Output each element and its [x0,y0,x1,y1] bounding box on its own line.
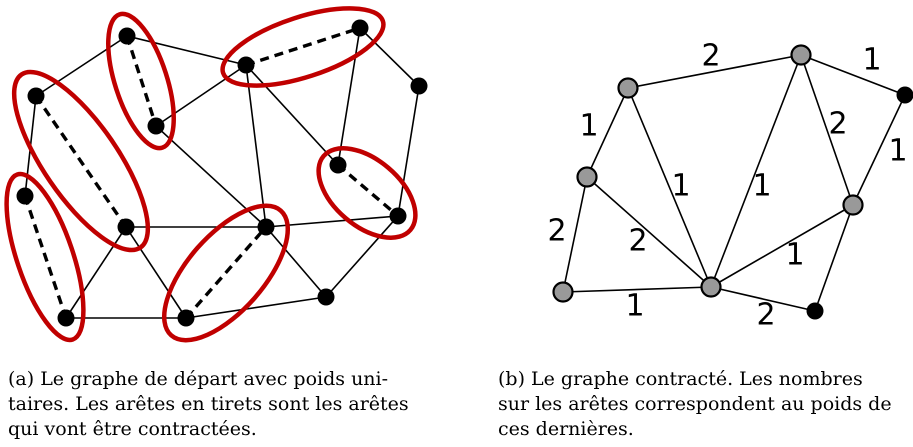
caption-a-line: qui vont être contractées. [8,418,257,440]
edge [710,204,854,288]
edge [627,54,802,89]
caption-b-line: ces dernières. [498,418,634,440]
edge [562,286,712,293]
edge [245,64,267,228]
graph-node [237,56,255,74]
graph-node [317,288,335,306]
edge-weight-label: 2 [828,107,847,142]
edge [65,226,127,319]
caption-b-line: (b) Le graphe contracté. Les nombres [498,368,863,390]
panel-b-contracted-graph: 2 1 1 2 1 1 1 2 2 1 1 2 [547,39,913,333]
dashed-edge [245,26,361,67]
contraction-ellipse [220,6,386,88]
edge [814,204,854,312]
caption-a: (a) Le graphe de départ avec poids uni- … [8,367,409,442]
edge [397,85,420,217]
graph-node [118,27,136,45]
contraction-ellipse [106,11,176,151]
edge-weight-label: 2 [701,39,720,74]
edge-weight-label: 1 [579,109,598,144]
graph-node [410,77,428,95]
edge-weight-label: 2 [628,224,647,259]
panel-b-nodes [552,44,913,320]
graph-node [806,302,824,320]
contraction-ellipse [11,69,151,253]
panel-a-nodes [16,19,428,327]
edge [562,176,588,293]
graph-node [896,86,913,104]
edge [185,296,327,319]
contraction-ellipse [316,146,418,240]
edge [325,215,399,298]
edge-weight-label: 1 [785,238,804,273]
edge [359,27,420,87]
panel-b-weight-labels: 2 1 1 2 1 1 1 2 2 1 1 2 [547,39,907,333]
caption-b: (b) Le graphe contracté. Les nombres sur… [498,367,892,442]
graph-figure: 2 1 1 2 1 1 1 2 2 1 1 2 [4,6,913,343]
contraction-ellipse [161,203,291,343]
graph-node [57,309,75,327]
edge-weight-label: 1 [625,289,644,324]
contraction-ellipse [4,171,86,343]
caption-a-line: taires. Les arêtes en tirets sont les ar… [8,393,409,415]
edge [800,54,906,96]
edge [125,226,187,319]
contracted-node [617,77,639,99]
edge [586,176,712,288]
dashed-edge [184,225,268,320]
edge-weight-label: 2 [756,298,775,333]
edge [710,54,802,288]
dashed-edge [34,95,128,228]
dashed-edge [336,163,400,218]
edge [155,125,267,228]
dashed-edge [125,35,158,127]
graph-node [329,156,347,174]
edge [155,64,247,127]
panel-a-contraction-ellipses [4,6,418,343]
graph-node [147,117,165,135]
edge-weight-label: 1 [862,43,881,78]
edge [337,27,361,166]
graph-node [257,218,275,236]
caption-a-line: (a) Le graphe de départ avec poids uni- [8,368,389,390]
edge [245,64,339,166]
contracted-node [700,276,722,298]
edge [265,226,327,298]
graph-node [117,218,135,236]
contracted-node [576,166,598,188]
graph-node [27,87,45,105]
edge [586,87,629,178]
edge [710,286,816,312]
edge-weight-label: 1 [752,169,771,204]
graph-node [351,19,369,37]
dashed-edge [23,195,68,319]
edge-weight-label: 2 [547,214,566,249]
panel-a-dashed-edges [23,26,400,320]
edge [852,94,906,206]
graph-node [177,309,195,327]
caption-b-line: sur les arêtes correspondent au poids de [498,393,892,415]
edge [35,35,128,97]
panel-a-original-graph [4,6,428,343]
graph-node [389,207,407,225]
edge-weight-label: 1 [671,169,690,204]
edge [800,54,854,206]
edge [126,35,247,66]
edge-weight-label: 1 [888,134,907,169]
panel-b-edges [562,54,906,312]
contracted-node [552,281,574,303]
edge [627,87,712,288]
contracted-node [790,44,812,66]
contracted-node [842,194,864,216]
graph-node [16,187,34,205]
